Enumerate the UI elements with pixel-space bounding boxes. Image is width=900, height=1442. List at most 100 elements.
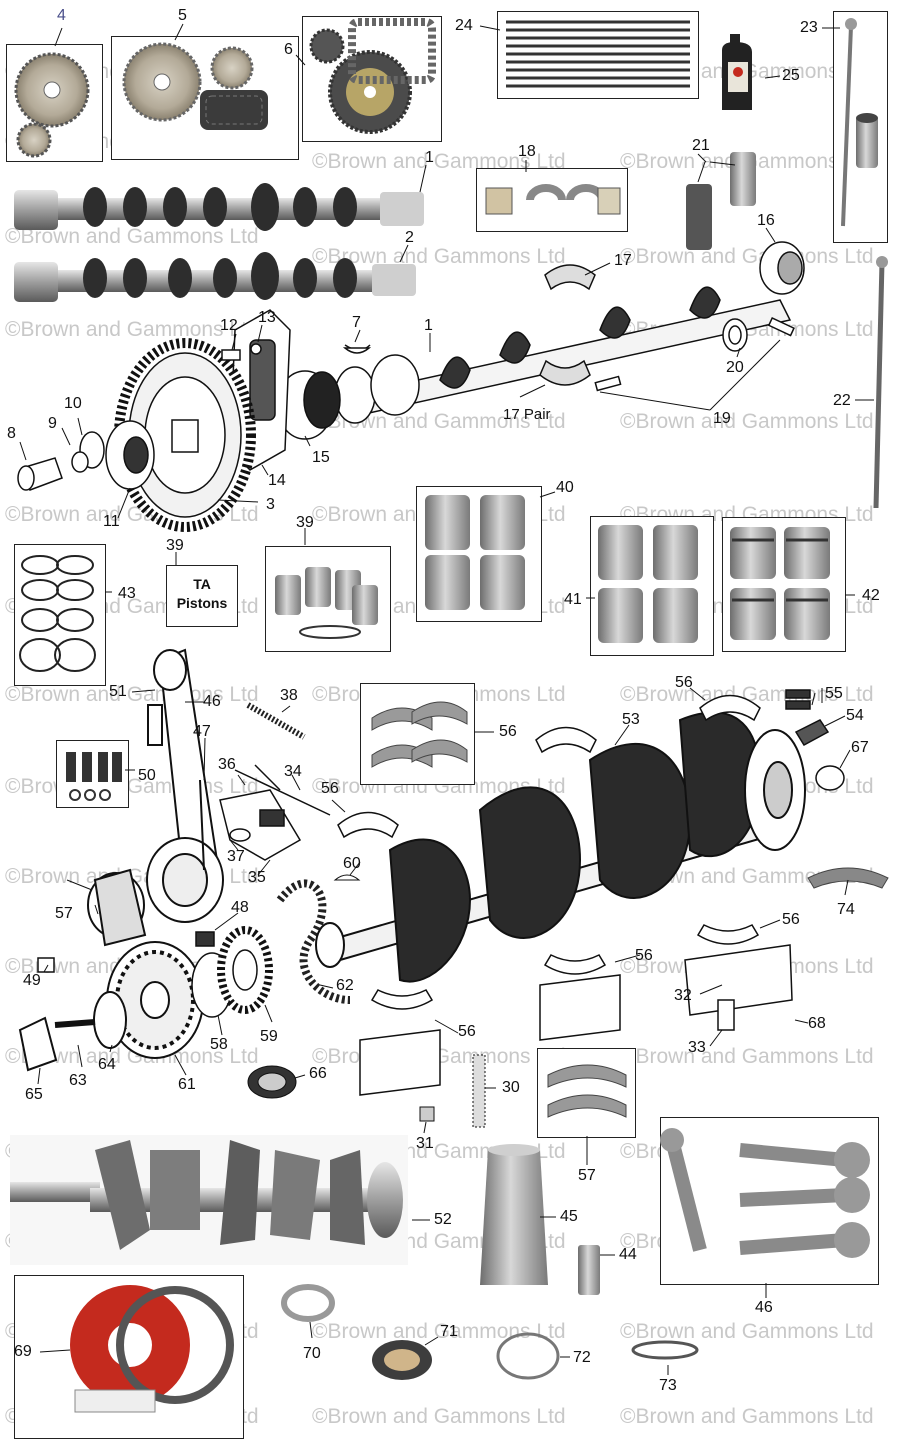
label-54: 54 [846,707,864,724]
label-48: 48 [231,899,249,916]
label-65: 65 [25,1086,43,1103]
watermark: ©Brown and Gammons Ltd [5,225,259,248]
crank-sprocket-59 [191,926,273,1018]
watermark: ©Brown and Gammons Ltd [312,150,566,173]
camshaft-assembly-1 [334,241,805,424]
label-53: 53 [622,711,640,728]
pistons-41 [598,525,698,643]
woodruff-key-60 [333,874,361,881]
label-43: 43 [118,585,136,602]
main-bearing-caps [359,944,793,1096]
label-42: 42 [862,587,880,604]
label-2: 2 [405,229,414,246]
label-64: 64 [98,1056,116,1073]
label-70: 70 [303,1345,321,1362]
label-62: 62 [336,977,354,994]
spring-38 [246,702,306,740]
label-56-left: 56 [321,780,339,797]
watermark: ©Brown and Gammons Ltd [312,1320,566,1343]
connecting-rod-46 [87,648,224,947]
label-12: 12 [220,317,238,334]
label-46: 46 [203,693,221,710]
thrust-washer-74 [807,867,889,889]
label-72: 72 [573,1349,591,1366]
camshaft-photo-1 [14,183,424,231]
label-73: 73 [659,1377,677,1394]
label-56-bottom: 56 [458,1023,476,1040]
label-22: 22 [833,392,851,409]
label-34: 34 [284,763,302,780]
label-60: 60 [343,855,361,872]
sprocket-photo-5 [122,42,268,130]
bearings-57-photo [547,1064,627,1118]
watermark: ©Brown and Gammons Ltd [312,1405,566,1428]
label-44: 44 [619,1246,637,1263]
steel-rods-46 [660,1128,870,1258]
label-1-top: 1 [425,149,434,166]
main-bearing-set-photo-56[interactable] [360,683,475,785]
watermark: ©Brown and Gammons Ltd [620,245,874,268]
leader-lines [19,23,874,1375]
seal-66-stud-30 [247,1054,486,1128]
cylinder-liner-45 [480,1144,600,1295]
label-69: 69 [14,1343,32,1360]
label-18: 18 [518,143,536,160]
bearings-56-photo [371,701,468,768]
oil-bottle-25 [722,34,752,110]
timing-chain-62 [276,879,351,1004]
watermark: ©Brown and Gammons Ltd [620,410,874,433]
pushrod-22 [873,256,888,509]
small-parts-54-55-67 [785,689,845,791]
label-71: 71 [440,1323,458,1340]
label-23: 23 [800,19,818,36]
label-35: 35 [248,869,266,886]
label-33: 33 [688,1039,706,1056]
cam-followers-21 [686,152,756,250]
crankshaft-53 [315,711,806,983]
label-45: 45 [560,1208,578,1225]
piston-rings-43 [19,555,96,672]
label-37: 37 [227,848,245,865]
label-15: 15 [312,449,330,466]
label-19: 19 [713,410,731,427]
ta-pistons-box[interactable]: TA Pistons [166,565,238,627]
label-61: 61 [178,1076,196,1093]
label-25: 25 [782,67,800,84]
label-9: 9 [48,415,57,432]
label-5: 5 [178,7,187,24]
nuts-48-49 [37,931,215,973]
label-1-mid: 1 [424,317,433,334]
pistons-39 [275,567,378,639]
label-32: 32 [674,987,692,1004]
label-40: 40 [556,479,574,496]
label-21: 21 [692,137,710,154]
label-55: 55 [825,685,843,702]
label-51: 51 [109,683,127,700]
label-4: 4 [57,7,66,24]
watermark: ©Brown and Gammons Ltd [620,1045,874,1068]
label-10: 10 [64,395,82,412]
label-39-photo: 39 [296,514,314,531]
label-56-top: 56 [675,674,693,691]
label-46-photo: 46 [755,1299,773,1316]
label-31: 31 [416,1135,434,1152]
label-6: 6 [284,41,293,58]
label-11: 11 [103,513,120,530]
chain-tensioner-35 [219,764,331,861]
label-67: 67 [851,739,869,756]
label-30: 30 [502,1079,520,1096]
label-20: 20 [726,359,744,376]
watermark: ©Brown and Gammons Ltd [5,318,259,341]
label-59: 59 [260,1028,278,1045]
label-57-bottom: 57 [578,1167,596,1184]
ta-pistons-line2: Pistons [176,595,228,611]
camshaft-gear-3 [114,338,256,532]
label-17-pair: 17 Pair [503,406,551,423]
cam-bearings-18 [485,184,621,215]
sprocket-photo-4 [14,52,90,158]
big-end-bearing-set-photo-57[interactable] [537,1048,636,1138]
label-47: 47 [193,723,211,740]
label-3: 3 [266,496,275,513]
gear-hub-11 [17,420,155,491]
